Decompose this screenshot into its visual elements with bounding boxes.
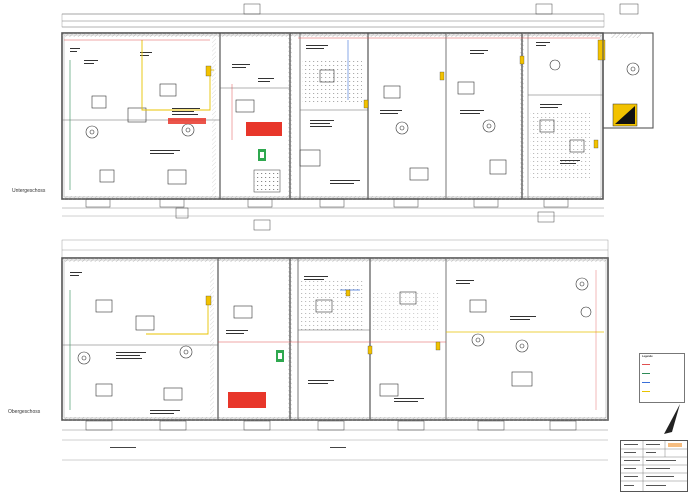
- legend-entry: [642, 372, 682, 376]
- red-marker-strip: [168, 118, 206, 124]
- lower-floor-plan: [61, 239, 609, 461]
- title-block-grid: [621, 441, 687, 491]
- legend-swatch: [642, 373, 650, 375]
- legend-swatch: [642, 382, 650, 384]
- upper-floor-plan: [61, 3, 654, 231]
- legend-title: Legende: [642, 355, 653, 358]
- legend-entry: [642, 390, 682, 394]
- north-arrow-icon: [664, 404, 680, 434]
- upper-plan-label: Untergeschoss: [12, 188, 46, 194]
- legend-swatch: [642, 391, 650, 393]
- legend-swatch: [642, 364, 650, 366]
- emergency-exit-sign-icon: [258, 149, 266, 161]
- legend: Legende: [639, 353, 685, 403]
- red-marker-box: [228, 392, 266, 408]
- red-marker-box: [246, 122, 282, 136]
- title-block: [620, 440, 688, 492]
- lower-plan-label: Obergeschoss: [8, 409, 41, 415]
- legend-entry: [642, 381, 682, 385]
- emergency-exit-sign-icon: [276, 350, 284, 362]
- legend-entry: [642, 363, 682, 367]
- warning-triangle-icon: [612, 103, 638, 127]
